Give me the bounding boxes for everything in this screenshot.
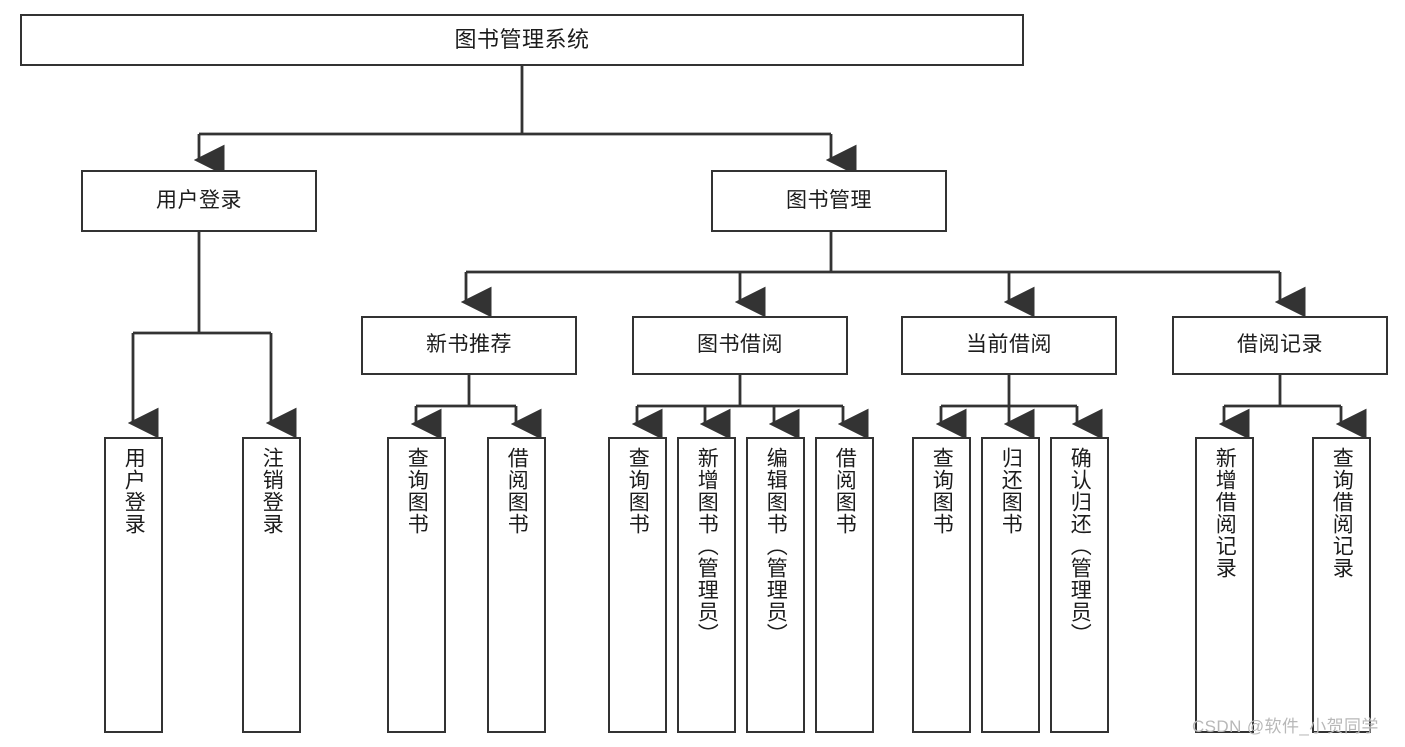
- leaf-label: 借阅图书: [505, 447, 529, 535]
- node-current-borrow[interactable]: 当前借阅: [901, 316, 1117, 375]
- node-borrow-record[interactable]: 借阅记录: [1172, 316, 1388, 375]
- node-label: 借阅记录: [1237, 333, 1323, 357]
- leaf-label: 查询图书: [626, 447, 650, 535]
- leaf-label: 新增借阅记录: [1213, 447, 1237, 579]
- leaf-borrow-edit-book-admin[interactable]: 编辑图书（管理员）: [746, 437, 805, 733]
- leaf-current-query-book[interactable]: 查询图书: [912, 437, 971, 733]
- node-label: 新书推荐: [426, 333, 512, 357]
- leaf-label: 借阅图书: [833, 447, 857, 535]
- leaf-label: 用户登录: [122, 447, 146, 535]
- leaf-user-login-logout[interactable]: 注销登录: [242, 437, 301, 733]
- node-label: 当前借阅: [966, 333, 1052, 357]
- leaf-recommend-borrow-book[interactable]: 借阅图书: [487, 437, 546, 733]
- leaf-borrow-borrow-book[interactable]: 借阅图书: [815, 437, 874, 733]
- node-root-system[interactable]: 图书管理系统: [20, 14, 1024, 66]
- leaf-current-return-book[interactable]: 归还图书: [981, 437, 1040, 733]
- leaf-current-confirm-return-admin[interactable]: 确认归还（管理员）: [1050, 437, 1109, 733]
- leaf-label: 查询借阅记录: [1330, 447, 1354, 579]
- leaf-label: 查询图书: [405, 447, 429, 535]
- leaf-label: 查询图书: [930, 447, 954, 535]
- leaf-label: 新增图书（管理员）: [695, 447, 719, 645]
- node-new-book-recommend[interactable]: 新书推荐: [361, 316, 577, 375]
- node-label: 用户登录: [156, 188, 242, 212]
- leaf-recommend-query-book[interactable]: 查询图书: [387, 437, 446, 733]
- node-book-management[interactable]: 图书管理: [711, 170, 947, 232]
- leaf-borrow-add-book-admin[interactable]: 新增图书（管理员）: [677, 437, 736, 733]
- leaf-label: 确认归还（管理员）: [1068, 447, 1092, 645]
- node-label: 图书管理系统: [454, 27, 590, 53]
- leaf-record-query-record[interactable]: 查询借阅记录: [1312, 437, 1371, 733]
- leaf-label: 归还图书: [999, 447, 1023, 535]
- leaf-borrow-query-book[interactable]: 查询图书: [608, 437, 667, 733]
- csdn-watermark: CSDN @软件_小贺同学: [1192, 717, 1379, 736]
- leaf-label: 注销登录: [260, 447, 284, 535]
- leaf-label: 编辑图书（管理员）: [764, 447, 788, 645]
- node-label: 图书管理: [786, 188, 872, 212]
- leaf-record-add-record[interactable]: 新增借阅记录: [1195, 437, 1254, 733]
- node-user-login[interactable]: 用户登录: [81, 170, 317, 232]
- node-book-borrow[interactable]: 图书借阅: [632, 316, 848, 375]
- node-label: 图书借阅: [697, 333, 783, 357]
- leaf-user-login-login[interactable]: 用户登录: [104, 437, 163, 733]
